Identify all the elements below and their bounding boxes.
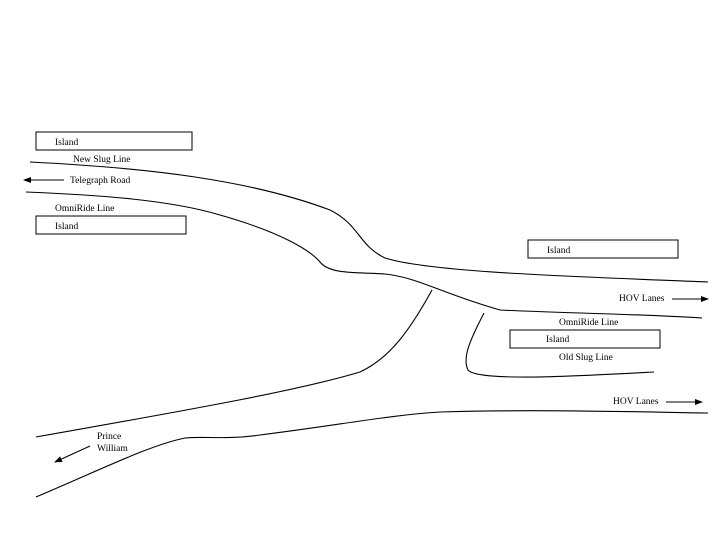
island-lower-right-label: Island [546,335,569,345]
island-top-left-box [35,131,193,151]
island-top-left-label: Island [55,138,78,148]
island-right-label: Island [547,246,570,256]
hov-lanes-lower-label: HOV Lanes [613,397,659,407]
road-connector-diagonal [35,289,433,438]
telegraph-road-label: Telegraph Road [70,176,131,186]
road-telegraph-curve [25,191,703,319]
island-mid-left-label: Island [55,222,78,232]
road-old-slug-loop [465,312,655,378]
new-slug-line-label: New Slug Line [73,155,131,165]
william-label: William [97,444,128,454]
prince-label: Prince [97,432,121,442]
island-mid-left-box [35,215,187,235]
road-upper-curve [29,161,709,283]
prince-william-arrow-icon [54,445,91,463]
omniride-line-left-label: OmniRide Line [55,204,114,214]
road-lower-route [35,410,709,498]
omniride-line-right-label: OmniRide Line [559,318,618,328]
old-slug-line-label: Old Slug Line [559,353,613,363]
island-right-box [527,239,679,259]
hov-lanes-upper-label: HOV Lanes [619,294,665,304]
island-lower-right-box [509,329,661,349]
